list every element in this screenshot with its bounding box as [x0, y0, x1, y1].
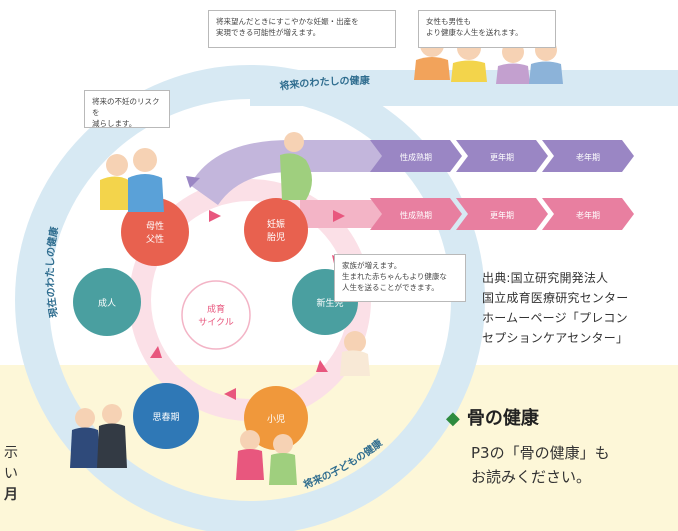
center-label: サイクル	[198, 317, 234, 328]
stage-chevron	[456, 140, 548, 172]
person-icon	[451, 60, 487, 82]
stage-chevron	[456, 198, 548, 230]
pregnant-woman-illustration	[280, 132, 312, 200]
node-adolescent: 思春期	[133, 383, 199, 449]
callout-line: 人生を送ることができます。	[342, 283, 439, 292]
mother-figure-icon	[100, 176, 134, 210]
teen-icon	[97, 423, 127, 468]
node-parent: 母性 父性	[121, 198, 189, 266]
person-icon	[529, 61, 563, 84]
arc-label-left-text: 現在のわたしの健康	[44, 225, 61, 319]
baby-illustration	[340, 331, 370, 376]
arrow-icon	[209, 210, 221, 222]
bone-health-title: ◆ 骨の健康	[446, 404, 539, 430]
node-label: 父性	[146, 233, 164, 245]
node-circle	[73, 268, 141, 336]
node-pregnancy: 妊娠 胎児	[244, 198, 308, 262]
baby-icon	[340, 350, 370, 376]
clipped-text: 月	[4, 487, 18, 503]
callout-line: 生まれた赤ちゃんもより健康な	[342, 272, 447, 281]
center-circle	[181, 280, 251, 350]
pregnancy-callout: 将来望んだときにすこやかな妊娠・出産を 実現できる可能性が増えます。	[208, 10, 396, 48]
teens-illustration	[70, 404, 127, 468]
lower-stage-label-3: 老年期	[576, 210, 600, 220]
pregnant-woman-icon	[284, 132, 304, 152]
lower-stage-label-1: 性成熟期	[400, 210, 432, 220]
teen-icon	[75, 408, 95, 428]
node-adult: 成人	[73, 268, 141, 336]
upper-stage-label-1: 性成熟期	[400, 152, 432, 162]
callout-line: 実現できる可能性が増えます。	[216, 28, 321, 37]
family-callout: 家族が増えます。 生まれた赤ちゃんもより健康な 人生を送ることができます。	[334, 254, 466, 302]
pregnant-woman-icon	[280, 153, 312, 200]
node-label: 成人	[98, 297, 116, 309]
bone-health-text: P3の「骨の健康」も お読みください。	[471, 441, 610, 489]
source-line: セプションケアセンター」	[482, 331, 629, 345]
source-line: 出典:国立研究開発法人	[482, 271, 609, 285]
upper-stages: 性成熟期 更年期 老年期	[370, 140, 634, 172]
upper-band	[190, 140, 440, 205]
callout-line: 女性も男性も	[426, 17, 471, 26]
arrow-icon	[316, 360, 328, 372]
node-circle	[244, 386, 308, 450]
child-icon	[236, 449, 264, 480]
node-label: 母性	[146, 220, 164, 232]
clipped-text: 示	[4, 445, 18, 461]
arrow-icon	[333, 210, 345, 222]
stage-chevron	[542, 198, 634, 230]
stage-chevron	[370, 198, 462, 230]
source-citation: 出典:国立研究開発法人 国立成育医療研究センター ホームーページ「プレコン セプ…	[482, 268, 628, 348]
father-figure-icon	[133, 148, 157, 172]
elder-callout: 女性も男性も より健康な人生を送れます。	[418, 10, 556, 48]
node-circle	[244, 198, 308, 262]
person-icon	[414, 57, 450, 80]
family-illustration	[100, 148, 164, 212]
lower-stages: 性成熟期 更年期 老年期	[370, 198, 634, 230]
callout-line: 家族が増えます。	[342, 261, 402, 270]
node-child: 小児	[244, 386, 308, 450]
callout-line: 将来の不妊のリスクを	[92, 97, 160, 117]
callout-line: 将来望んだときにすこやかな妊娠・出産を	[216, 17, 359, 26]
arc-label-left: 現在のわたしの健康	[44, 225, 61, 319]
upper-stage-label-2: 更年期	[490, 152, 514, 162]
source-line: ホームーページ「プレコン	[482, 311, 628, 325]
elderly-illustration	[414, 33, 563, 84]
child-icon	[273, 434, 293, 454]
node-label: 小児	[267, 414, 285, 425]
center-label: 成育	[207, 303, 225, 315]
risk-callout: 将来の不妊のリスクを 減らします。	[84, 90, 170, 128]
node-label: 思春期	[152, 411, 179, 423]
stage-chevron	[370, 140, 462, 172]
bone-health-title-text: 骨の健康	[466, 408, 539, 429]
callout-line: 減らします。	[92, 119, 137, 128]
child-icon	[269, 453, 297, 485]
father-figure-icon	[128, 174, 164, 212]
mother-figure-icon	[106, 154, 128, 176]
teen-icon	[102, 404, 122, 424]
baby-icon	[344, 331, 366, 353]
upper-stage-label-3: 老年期	[576, 152, 600, 162]
future-health-band	[250, 70, 678, 106]
children-illustration	[236, 430, 297, 485]
bone-health-line: P3の「骨の健康」も	[471, 444, 610, 462]
child-icon	[240, 430, 260, 450]
diamond-icon: ◆	[446, 408, 460, 429]
node-circle	[121, 198, 189, 266]
arrow-icon	[224, 388, 236, 400]
node-label: 胎児	[267, 231, 285, 243]
person-icon	[496, 63, 530, 84]
callout-line: より健康な人生を送れます。	[426, 28, 523, 37]
source-line: 国立成育医療研究センター	[482, 291, 629, 305]
arrow-icon	[186, 176, 200, 188]
stage-chevron	[542, 140, 634, 172]
bone-health-line: お読みください。	[471, 468, 592, 486]
arrow-icon	[150, 346, 162, 358]
node-circle	[133, 383, 199, 449]
node-label: 妊娠	[267, 218, 285, 230]
teen-icon	[70, 427, 100, 468]
lower-stage-label-2: 更年期	[490, 210, 514, 220]
clipped-text: い	[4, 466, 18, 482]
